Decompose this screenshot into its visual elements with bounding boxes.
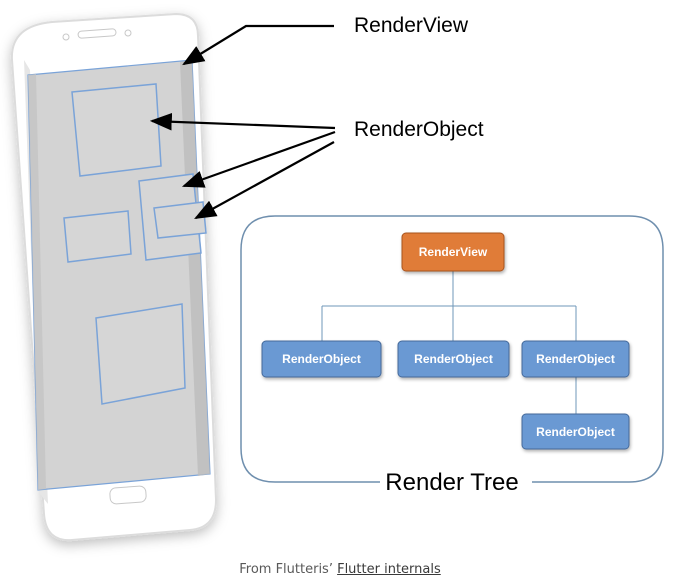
screen-shade [180, 60, 210, 476]
render-object-callout: RenderObject [354, 118, 484, 141]
screen-render-object [63, 210, 132, 263]
figure-caption: From Flutteris’ Flutter internals [0, 562, 680, 577]
screen-render-object [95, 303, 186, 405]
render-view-arrow [182, 24, 334, 66]
callout-arrows [149, 24, 336, 220]
caption-prefix: From Flutteris’ [239, 562, 338, 577]
tree-node-grandchild-label: RenderObject [536, 425, 615, 439]
tree-node-root: RenderView [401, 232, 505, 272]
tree-node-child: RenderObject [397, 340, 510, 378]
tree-node-child-label: RenderObject [414, 352, 493, 366]
screen-shade-left [28, 74, 46, 490]
render-object-arrow [149, 112, 336, 131]
panel-border [240, 215, 664, 483]
tree-connectors [321, 271, 577, 414]
screen-render-object [153, 201, 207, 239]
tree-node-grandchild: RenderObject [521, 413, 630, 450]
render-object-arrow [194, 141, 335, 220]
render-tree-diagram: RenderView RenderObject Render Tree Rend… [10, 12, 664, 542]
phone-speaker [77, 28, 117, 39]
phone-illustration [10, 12, 218, 542]
render-tree-title: Render Tree [385, 469, 518, 496]
phone-camera [62, 33, 70, 41]
render-object-arrow [181, 130, 336, 188]
render-view-callout: RenderView [354, 14, 469, 37]
tree-node-root-label: RenderView [419, 245, 488, 259]
tree-node-child: RenderObject [261, 340, 382, 378]
render-tree-panel: Render Tree RenderView RenderObject Rend… [240, 215, 664, 496]
screen-render-object [71, 83, 162, 177]
tree-node-child-label: RenderObject [282, 352, 361, 366]
phone-sensor [124, 29, 132, 37]
tree-node-child-label: RenderObject [536, 352, 615, 366]
tree-node-child: RenderObject [521, 340, 630, 378]
flutter-internals-link[interactable]: Flutter internals [337, 562, 441, 577]
phone-home-button [109, 485, 147, 505]
